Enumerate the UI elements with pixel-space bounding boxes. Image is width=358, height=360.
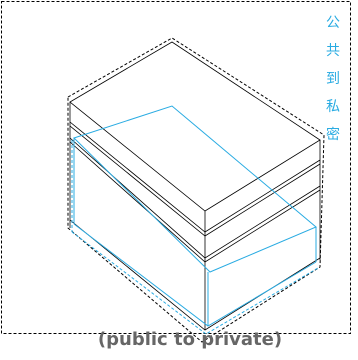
box-layer-line-3 (69, 137, 321, 259)
box-layer-line-1 (69, 121, 321, 233)
box-layer-line-2 (69, 125, 321, 237)
inner-box-bottom-edge (73, 223, 317, 327)
box-layer-line-4 (69, 141, 321, 263)
box-outer-dashed-outline (67, 37, 325, 343)
box-top-face (69, 41, 321, 212)
inner-box-dashed-bottom (71, 231, 319, 335)
outer-dashed-frame (1, 1, 351, 334)
box-layer-line-5 (69, 219, 321, 331)
vertical-label-char-1: 共 (326, 43, 340, 59)
vertical-label-char-2: 到 (326, 71, 340, 87)
vertical-label-char-0: 公 (326, 15, 340, 31)
figure-caption: (public to private) (98, 329, 282, 350)
vertical-label: 公 共 到 私 密 (326, 15, 340, 143)
vertical-label-char-3: 私 (326, 99, 340, 115)
vertical-label-char-4: 密 (326, 126, 340, 143)
